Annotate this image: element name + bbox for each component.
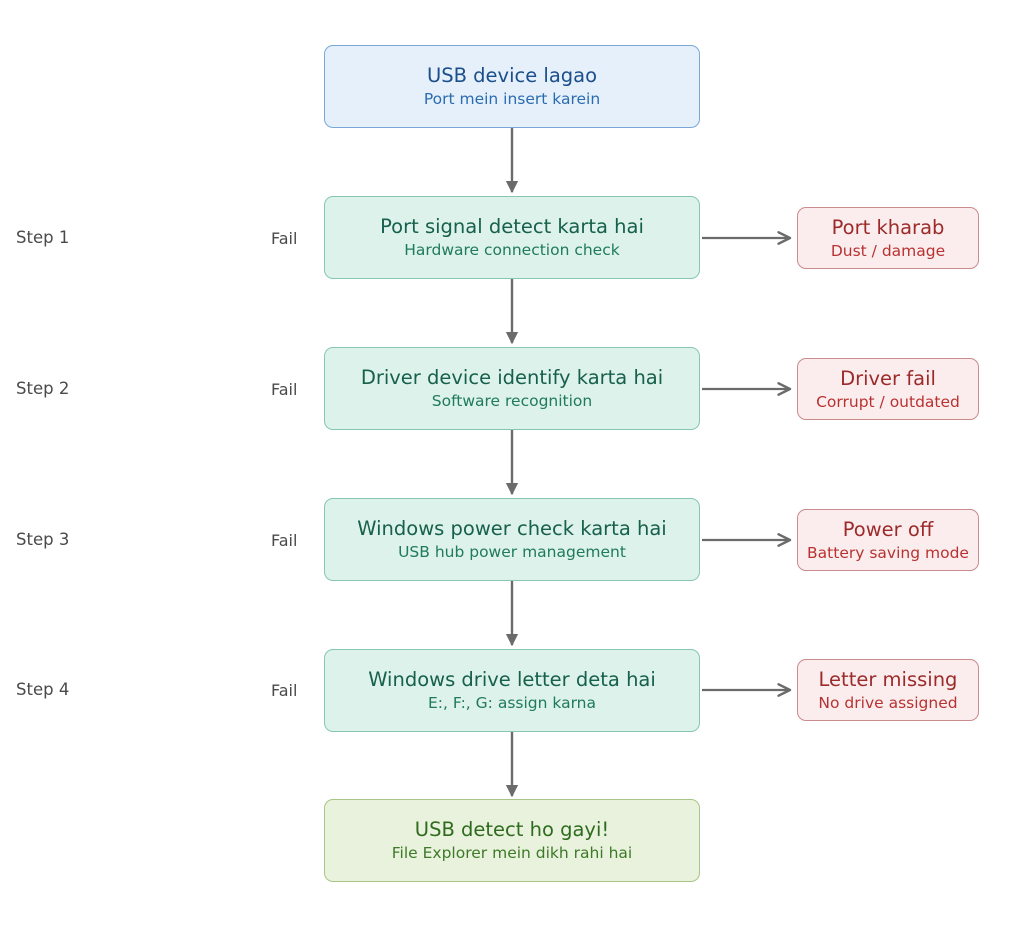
node-step-2-subtitle: Software recognition [431, 392, 593, 411]
node-step-3[interactable]: Windows power check karta hai USB hub po… [324, 498, 700, 581]
node-start-subtitle: Port mein insert karein [423, 90, 601, 109]
node-end[interactable]: USB detect ho gayi! File Explorer mein d… [324, 799, 700, 882]
node-failure-2[interactable]: Driver fail Corrupt / outdated [797, 358, 979, 420]
node-failure-4-title: Letter missing [818, 667, 958, 691]
node-failure-1-subtitle: Dust / damage [830, 241, 946, 260]
node-step-2-title: Driver device identify karta hai [360, 366, 664, 390]
node-failure-3-title: Power off [842, 517, 934, 541]
node-failure-3[interactable]: Power off Battery saving mode [797, 509, 979, 571]
node-step-1[interactable]: Port signal detect karta hai Hardware co… [324, 196, 700, 279]
step-label-4: Step 4 [16, 680, 70, 699]
node-step-4-title: Windows drive letter deta hai [368, 668, 656, 692]
node-failure-2-title: Driver fail [840, 366, 936, 390]
node-step-1-title: Port signal detect karta hai [380, 215, 644, 239]
branch-label-fail-4: Fail [271, 681, 298, 700]
step-label-1: Step 1 [16, 228, 70, 247]
node-start[interactable]: USB device lagao Port mein insert karein [324, 45, 700, 128]
node-failure-3-subtitle: Battery saving mode [807, 543, 969, 562]
branch-label-fail-3: Fail [271, 531, 298, 550]
step-label-2: Step 2 [16, 379, 70, 398]
node-failure-1-title: Port kharab [831, 215, 945, 239]
node-step-2[interactable]: Driver device identify karta hai Softwar… [324, 347, 700, 430]
node-end-subtitle: File Explorer mein dikh rahi hai [391, 844, 633, 863]
node-step-1-subtitle: Hardware connection check [404, 241, 620, 260]
branch-label-fail-2: Fail [271, 380, 298, 399]
node-step-3-subtitle: USB hub power management [398, 543, 626, 562]
node-failure-4[interactable]: Letter missing No drive assigned [797, 659, 979, 721]
node-failure-4-subtitle: No drive assigned [818, 693, 958, 712]
node-failure-1[interactable]: Port kharab Dust / damage [797, 207, 979, 269]
node-failure-2-subtitle: Corrupt / outdated [816, 392, 960, 411]
node-step-3-title: Windows power check karta hai [357, 517, 667, 541]
branch-label-fail-1: Fail [271, 229, 298, 248]
node-end-title: USB detect ho gayi! [414, 818, 610, 842]
node-step-4-subtitle: E:, F:, G: assign karna [428, 694, 596, 713]
node-start-title: USB device lagao [426, 64, 598, 88]
node-step-4[interactable]: Windows drive letter deta hai E:, F:, G:… [324, 649, 700, 732]
step-label-3: Step 3 [16, 530, 70, 549]
